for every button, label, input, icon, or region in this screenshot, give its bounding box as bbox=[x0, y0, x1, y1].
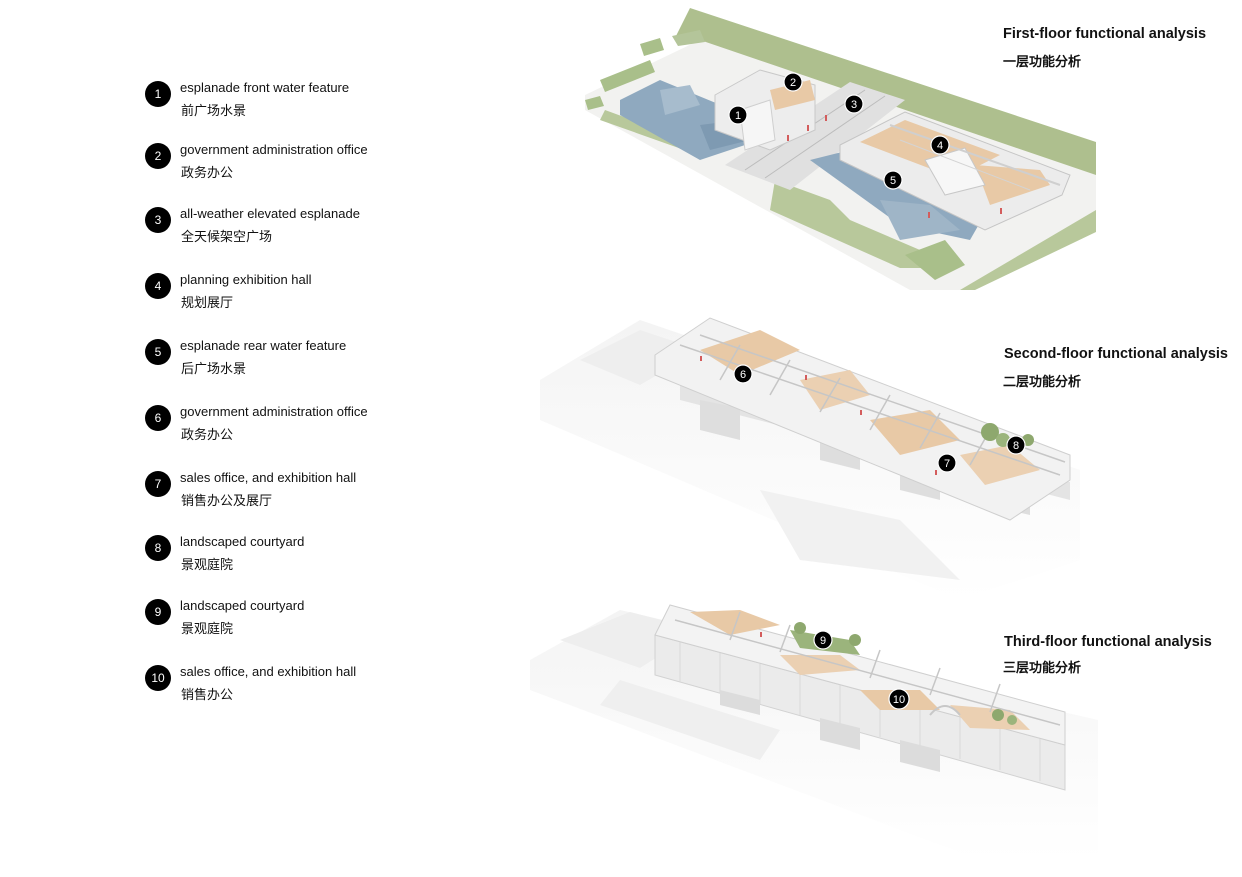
legend-item-5: 5 esplanade rear water feature 后广场水景 bbox=[145, 338, 505, 382]
legend-label-en: sales office, and exhibition hall bbox=[180, 470, 357, 485]
legend-label-zh: 前广场水景 bbox=[181, 103, 247, 118]
legend-item-10: 10 sales office, and exhibition hall 销售办… bbox=[145, 664, 505, 708]
second-floor-plan: 6 7 8 bbox=[540, 317, 1080, 600]
legend-label-zh: 景观庭院 bbox=[181, 557, 234, 572]
marker-number: 8 bbox=[145, 535, 171, 561]
svg-text:8: 8 bbox=[1013, 440, 1019, 452]
floor-3-subtitle: 三层功能分析 bbox=[1003, 660, 1082, 675]
legend-item-3: 3 all-weather elevated esplanade 全天候架空广场 bbox=[145, 206, 505, 250]
marker-4: 4 bbox=[930, 135, 950, 155]
legend-label-en: all-weather elevated esplanade bbox=[180, 206, 360, 221]
legend-label-en: sales office, and exhibition hall bbox=[180, 664, 357, 679]
svg-text:1: 1 bbox=[735, 110, 741, 122]
floor-1-title: First-floor functional analysis bbox=[1003, 26, 1207, 42]
first-floor-plan: 1 2 3 4 5 bbox=[585, 8, 1096, 290]
marker-1: 1 bbox=[728, 105, 748, 125]
marker-number: 10 bbox=[145, 665, 171, 691]
legend-item-4: 4 planning exhibition hall 规划展厅 bbox=[145, 272, 505, 316]
marker-8: 8 bbox=[1006, 435, 1026, 455]
legend-label-zh: 景观庭院 bbox=[181, 621, 234, 636]
marker-number: 5 bbox=[145, 339, 171, 365]
marker-6: 6 bbox=[733, 364, 753, 384]
legend-item-7: 7 sales office, and exhibition hall 销售办公… bbox=[145, 470, 505, 514]
marker-9: 9 bbox=[813, 630, 833, 650]
legend-label-en: esplanade front water feature bbox=[180, 80, 350, 95]
legend-item-8: 8 landscaped courtyard 景观庭院 bbox=[145, 534, 505, 578]
legend-label-zh: 全天候架空广场 bbox=[181, 229, 273, 244]
legend-item-9: 9 landscaped courtyard 景观庭院 bbox=[145, 598, 505, 642]
svg-text:7: 7 bbox=[944, 458, 950, 470]
svg-text:9: 9 bbox=[820, 635, 826, 647]
svg-text:10: 10 bbox=[893, 694, 905, 706]
legend-label-en: esplanade rear water feature bbox=[180, 338, 347, 353]
marker-number: 4 bbox=[145, 273, 171, 299]
legend-label-en: planning exhibition hall bbox=[180, 272, 312, 287]
floor-2-subtitle: 二层功能分析 bbox=[1003, 374, 1082, 389]
marker-number: 3 bbox=[145, 207, 171, 233]
marker-number: 2 bbox=[145, 143, 171, 169]
svg-text:2: 2 bbox=[790, 77, 796, 89]
marker-number: 1 bbox=[145, 81, 171, 107]
third-floor-plan: 9 10 bbox=[530, 604, 1098, 860]
marker-number: 9 bbox=[145, 599, 171, 625]
floor-3-title: Third-floor functional analysis bbox=[1004, 634, 1212, 650]
legend-label-zh: 销售办公及展厅 bbox=[181, 493, 273, 508]
legend-label-zh: 规划展厅 bbox=[181, 295, 234, 310]
legend-item-6: 6 government administration office 政务办公 bbox=[145, 404, 505, 448]
marker-number: 6 bbox=[145, 405, 171, 431]
marker-5: 5 bbox=[883, 170, 903, 190]
floor-1-subtitle: 一层功能分析 bbox=[1003, 54, 1082, 69]
legend-label-en: government administration office bbox=[180, 142, 368, 157]
marker-3: 3 bbox=[844, 94, 864, 114]
legend-item-1: 1 esplanade front water feature 前广场水景 bbox=[145, 80, 505, 124]
legend-label-zh: 销售办公 bbox=[181, 687, 234, 702]
legend-label-en: landscaped courtyard bbox=[180, 534, 305, 549]
svg-text:3: 3 bbox=[851, 99, 857, 111]
legend-label-en: government administration office bbox=[180, 404, 368, 419]
marker-7: 7 bbox=[937, 453, 957, 473]
marker-2: 2 bbox=[783, 72, 803, 92]
legend-item-2: 2 government administration office 政务办公 bbox=[145, 142, 505, 186]
legend-label-en: landscaped courtyard bbox=[180, 598, 305, 613]
svg-text:5: 5 bbox=[890, 175, 896, 187]
svg-text:4: 4 bbox=[937, 140, 943, 152]
floor-2-title: Second-floor functional analysis bbox=[1004, 346, 1228, 362]
legend-label-zh: 政务办公 bbox=[181, 165, 234, 180]
legend-label-zh: 政务办公 bbox=[181, 427, 234, 442]
marker-10: 10 bbox=[888, 688, 910, 710]
marker-number: 7 bbox=[145, 471, 171, 497]
legend-label-zh: 后广场水景 bbox=[181, 361, 247, 376]
svg-text:6: 6 bbox=[740, 369, 746, 381]
